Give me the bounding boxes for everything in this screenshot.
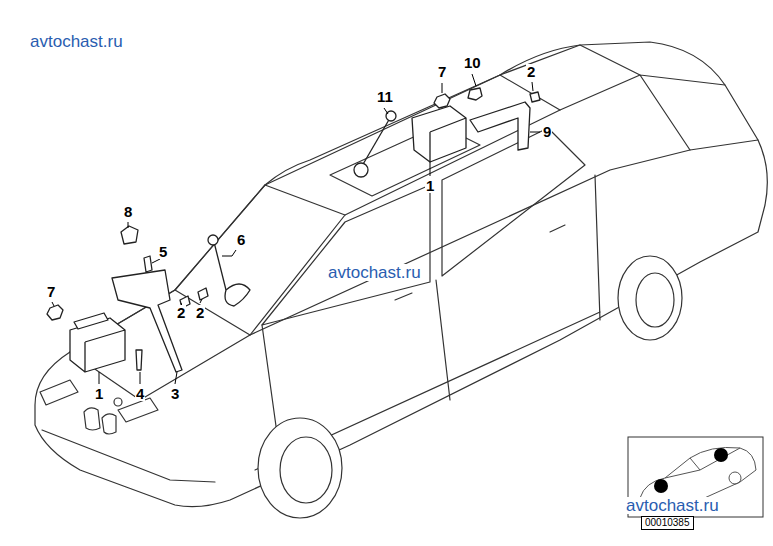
callout-number: 7 bbox=[437, 64, 447, 79]
watermark: avtochast.ru bbox=[326, 264, 423, 281]
rear-wheel-rim bbox=[636, 273, 674, 327]
windshield bbox=[175, 185, 345, 335]
coupling-rod bbox=[362, 118, 390, 166]
callout-number: 2 bbox=[176, 305, 186, 320]
handles bbox=[395, 225, 565, 300]
catalog-number-box: 00010385 bbox=[641, 516, 694, 530]
watermark: avtochast.ru bbox=[28, 33, 125, 50]
lever bbox=[225, 284, 250, 306]
catalog-number: 00010385 bbox=[645, 518, 690, 528]
callout-number: 4 bbox=[135, 386, 145, 401]
rear-wheel bbox=[618, 256, 682, 340]
callout-number: 3 bbox=[170, 386, 180, 401]
screw bbox=[136, 350, 142, 370]
screw bbox=[198, 288, 208, 300]
roof bbox=[265, 75, 560, 215]
door-lines bbox=[262, 175, 600, 455]
callout-number: 2 bbox=[526, 64, 536, 79]
callout-number: 10 bbox=[463, 55, 482, 70]
nut bbox=[434, 94, 450, 108]
screw bbox=[144, 256, 152, 272]
callout-number: 7 bbox=[46, 284, 56, 299]
sensor-connector bbox=[74, 313, 108, 329]
callout-number: 1 bbox=[425, 178, 435, 193]
front-wheel bbox=[258, 418, 342, 518]
bumper bbox=[42, 430, 215, 482]
ball-joint bbox=[354, 163, 368, 177]
coupling-rod bbox=[214, 242, 226, 290]
callout-number: 1 bbox=[94, 386, 104, 401]
hood bbox=[70, 290, 250, 400]
watermark: avtochast.ru bbox=[624, 497, 721, 514]
badge bbox=[114, 398, 122, 406]
callout-number: 5 bbox=[158, 244, 168, 259]
trunk bbox=[640, 75, 758, 150]
front-wheel-rim bbox=[280, 437, 332, 503]
callout-number: 8 bbox=[123, 204, 133, 219]
grille bbox=[84, 408, 116, 434]
sensor-bracket bbox=[470, 102, 530, 150]
nut bbox=[47, 305, 63, 320]
callout-number: 9 bbox=[542, 124, 552, 139]
leader-lines bbox=[52, 74, 540, 384]
screw bbox=[468, 88, 482, 100]
callout-number: 6 bbox=[236, 232, 246, 247]
callout-number: 2 bbox=[195, 305, 205, 320]
callout-number: 11 bbox=[376, 89, 394, 104]
clip bbox=[121, 226, 138, 244]
screw bbox=[530, 92, 540, 102]
ball-joint bbox=[208, 235, 218, 245]
rear-window bbox=[500, 45, 640, 110]
level-sensor bbox=[412, 106, 466, 162]
